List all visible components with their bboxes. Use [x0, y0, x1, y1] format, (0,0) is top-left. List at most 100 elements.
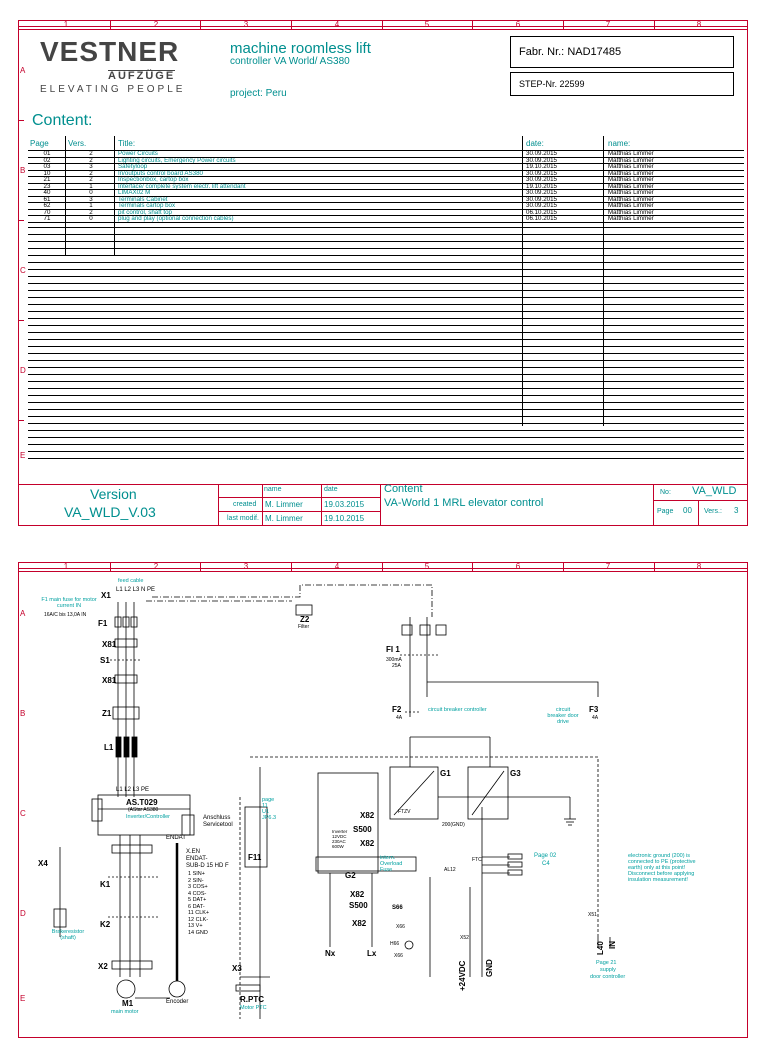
pin-list: 1 SIN+2 SIN-3 COS+4 COS-5 DAT+6 DAT-11 C…: [188, 871, 209, 936]
row-label: E: [20, 451, 26, 460]
gnd-label: GND: [485, 959, 494, 977]
supply-label: supply: [600, 967, 616, 973]
index-sheet: 1 2 3 4 5 6 7 8 A B C D E VESTNER AUFZÜG…: [18, 20, 748, 526]
empty-line: [28, 368, 744, 375]
sheet-frame: [18, 26, 748, 526]
x82-label: X82: [352, 919, 367, 928]
col-label: 5: [424, 20, 430, 29]
table-cell: 2: [66, 157, 116, 164]
pin-label: 1 SIN+: [188, 871, 205, 877]
table-cell: Matthias Limmer: [606, 176, 744, 184]
table-cell: plug and play (optional connection cable…: [116, 215, 524, 223]
ftzv-label: FTZV: [398, 809, 411, 815]
table-cell: 30.09.2015: [524, 189, 606, 197]
x66-label: X66: [394, 953, 403, 959]
nx-label: Nx: [325, 949, 336, 958]
empty-line: [28, 305, 744, 312]
filter-label: Filter: [298, 624, 310, 630]
empty-line: [28, 256, 744, 263]
fi-rating: 25A: [392, 663, 401, 669]
table-cell: Lighting circuits, Emergency Power circu…: [116, 157, 524, 164]
pin-label: 13 V+: [188, 923, 203, 929]
doc-subheading: controller VA World/ AS380: [230, 56, 350, 67]
table-cell: Interface/ complete system electr. lift …: [116, 183, 524, 190]
col-label: 1: [63, 20, 69, 29]
empty-line: [28, 312, 744, 319]
table-cell: 3: [66, 163, 116, 171]
z1-label: Z1: [102, 709, 112, 718]
wiring-diagram: [53, 584, 611, 1019]
empty-line: [28, 424, 744, 431]
table-cell: 1: [66, 202, 116, 210]
x4-label: X4: [38, 859, 48, 868]
table-header: name:: [606, 136, 744, 151]
row-label: D: [20, 909, 26, 918]
empty-line: [28, 291, 744, 298]
anschluss-label: Anschluss: [203, 815, 231, 821]
f1-note: F1 main fuse for motor current IN: [41, 597, 97, 609]
x-en-label: X.EN: [186, 849, 201, 855]
project-label: project: Peru: [230, 88, 287, 99]
table-cell: LIMAX02 M: [116, 189, 524, 197]
col-label: 1: [63, 562, 69, 571]
version-value: VA_WLD_V.03: [64, 504, 156, 520]
phases-label: L1 L2 L3 N PE: [116, 587, 156, 593]
k2-label: K2: [100, 920, 111, 929]
table-cell: 03: [28, 163, 66, 171]
m1-note: main motor: [111, 1009, 139, 1015]
x52-label: X52: [460, 935, 469, 941]
table-cell: 21: [28, 176, 66, 184]
empty-line: [28, 270, 744, 277]
empty-line: [28, 347, 744, 354]
row-label: A: [20, 66, 26, 75]
empty-line: [28, 340, 744, 347]
pin-label: 5 DAT+: [188, 897, 207, 903]
table-cell: Matthias Limmer: [606, 157, 744, 164]
empty-line: [28, 221, 744, 228]
modif-label: last modif.: [227, 515, 259, 522]
table-cell: 30.09.2015: [524, 176, 606, 184]
empty-line: [28, 298, 744, 305]
l1-label: L1: [104, 743, 114, 752]
row-label: C: [20, 809, 26, 818]
overload-label: intern. Overload Fuse: [380, 855, 403, 873]
table-cell: Power Circuits: [116, 150, 524, 158]
pin-label: 6 DAT-: [188, 903, 205, 910]
table-cell: 62: [28, 202, 66, 210]
v24-label: +24VDC: [458, 960, 467, 991]
row-label: D: [20, 366, 26, 375]
table-cell: Matthias Limmer: [606, 150, 744, 158]
table-cell: Terminals cartop box: [116, 202, 524, 210]
door-controller-label: door controller: [590, 974, 626, 980]
f1-label: F1: [98, 619, 108, 628]
row-label: A: [20, 609, 26, 618]
pin-label: 11 CLK+: [188, 910, 210, 916]
table-cell: 30.09.2015: [524, 157, 606, 164]
doc-heading: machine roomless lift: [230, 40, 371, 57]
table-cell: 40: [28, 189, 66, 197]
row-label: B: [20, 166, 26, 175]
table-cell: Matthias Limmer: [606, 163, 744, 171]
pin-label: 12 CLK-: [188, 916, 209, 923]
fabr-label: Fabr. Nr.:: [519, 46, 565, 58]
rptc-note: Motor PTC: [240, 1005, 267, 1011]
created-name: M. Limmer: [265, 500, 303, 509]
encoder-label: Encoder: [166, 999, 189, 1005]
column-ruler: 1 2 3 4 5 6 7 8: [18, 562, 748, 572]
table-cell: 30.09.2015: [524, 202, 606, 210]
table-cell: 23: [28, 183, 66, 190]
x82-label: X82: [350, 890, 365, 899]
table-cell: Matthias Limmer: [606, 189, 744, 197]
empty-line: [28, 263, 744, 270]
table-cell: Safetyloop: [116, 163, 524, 171]
col-date-label: date: [324, 486, 338, 493]
s500-label: S500: [349, 901, 368, 910]
row-label: C: [20, 266, 26, 275]
column-ruler: 1 2 3 4 5 6 7 8: [18, 20, 748, 30]
